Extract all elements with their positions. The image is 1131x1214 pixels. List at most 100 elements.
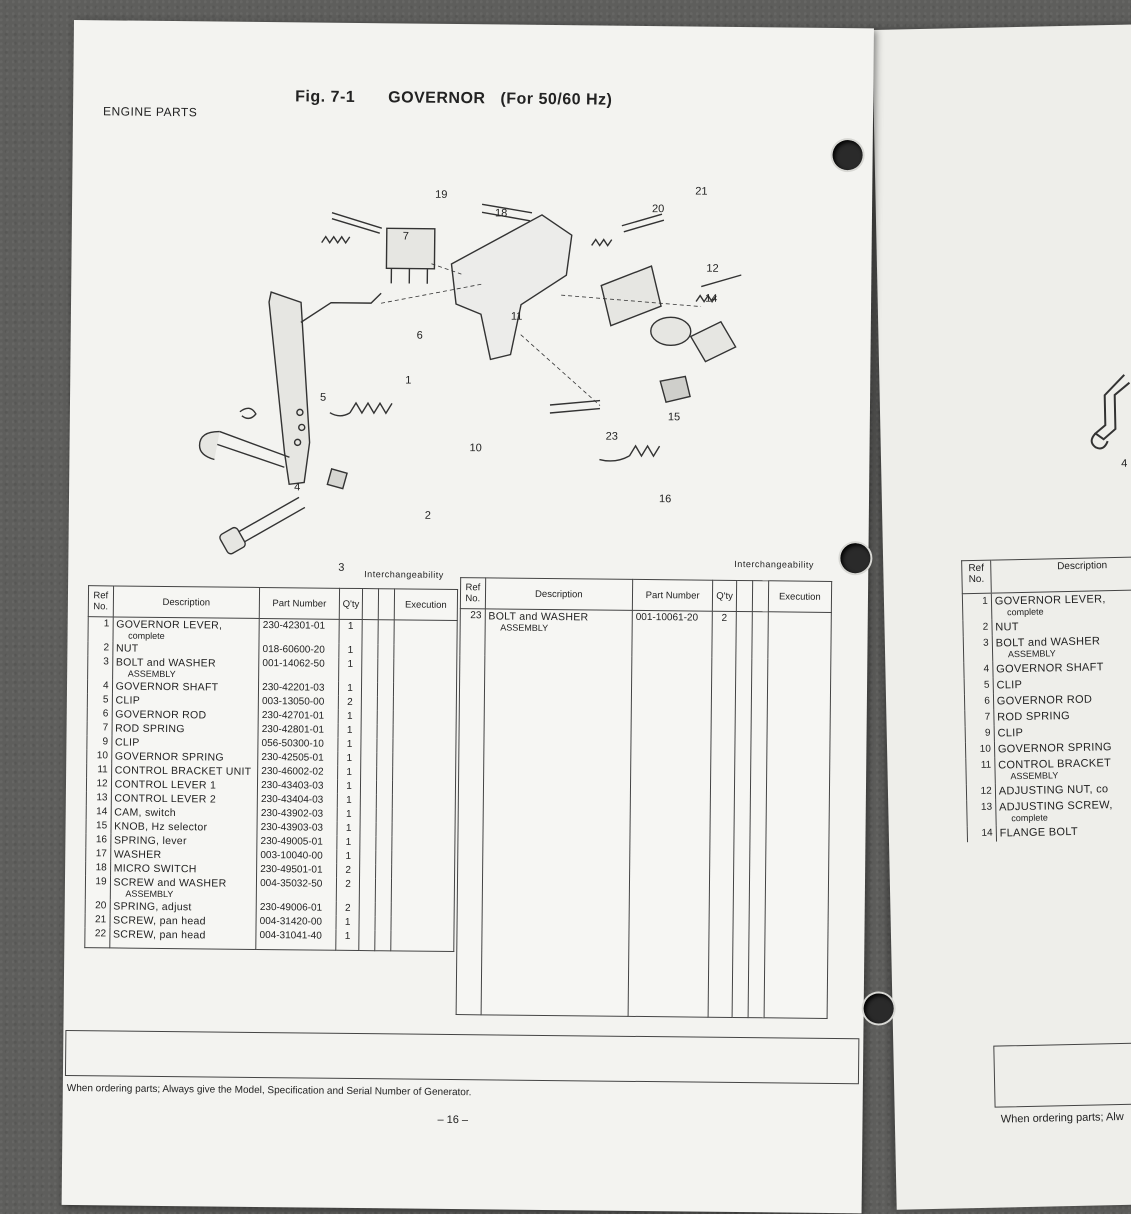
- next-page-ref: 10: [965, 741, 995, 759]
- description-text: BOLT and WASHER: [115, 656, 216, 670]
- execution-cell: [392, 752, 456, 768]
- interchange-header-2: [378, 588, 395, 620]
- ref-number: 12: [86, 777, 112, 792]
- interchange-cell: [376, 794, 393, 809]
- execution-cell: [391, 878, 455, 904]
- interchange-cell: [375, 916, 392, 931]
- part-number: 230-49005-01: [256, 834, 337, 850]
- ref-number: 18: [85, 861, 111, 876]
- qty-header-right: Q'ty: [712, 580, 737, 612]
- execution-cell: [393, 658, 457, 684]
- callout-7: 7: [403, 230, 409, 242]
- next-page-ref: 11: [965, 757, 996, 785]
- ref-number: 21: [85, 913, 110, 928]
- execution-cell: [392, 808, 456, 824]
- execution-cell: [393, 682, 457, 698]
- ref-number: 23: [459, 608, 486, 655]
- ref-number: 4: [87, 679, 113, 694]
- description-text: GOVERNOR SHAFT: [996, 661, 1104, 676]
- next-page-ref: 4: [963, 661, 993, 679]
- governor-exploded-diagram: 19 18 7 6 1 5 4 3 2 10 23 11 20 21 12 14…: [198, 186, 742, 574]
- callout-20-top: 20: [652, 203, 664, 215]
- interchange-cell: [376, 752, 393, 767]
- next-page-footer-note: When ordering parts; Alw: [1000, 1110, 1124, 1126]
- description-text: ADJUSTING NUT, co: [998, 783, 1109, 798]
- interchange-header: [362, 588, 379, 620]
- description-text: WASHER: [113, 848, 162, 861]
- next-page-ref: 14: [967, 825, 997, 843]
- binder-hole: [840, 543, 871, 574]
- control-bracket-part: [450, 214, 573, 361]
- part-number: 230-43404-03: [257, 792, 338, 808]
- governor-lever-part: [268, 291, 311, 486]
- execution-cell: [391, 850, 455, 866]
- ref-number: 2: [87, 641, 113, 656]
- part-number: 230-42701-01: [258, 708, 339, 724]
- ref-number: 3: [87, 655, 113, 680]
- description-text: ROD SPRING: [115, 722, 185, 736]
- next-page-description: FLANGE BOLT: [995, 821, 1131, 842]
- interchange-cell: [360, 766, 377, 781]
- interchange-cell: [378, 619, 395, 645]
- ref-number: 17: [85, 847, 111, 862]
- bolt-23-bottom: [549, 399, 601, 414]
- description-text: SPRING, adjust: [113, 900, 192, 914]
- description-header-right: Description: [485, 577, 633, 611]
- part-description: GOVERNOR LEVER,complete: [112, 616, 260, 643]
- interchange-cell: [361, 682, 378, 697]
- description-text: BOLT and WASHER: [995, 635, 1101, 650]
- description-text: CAM, switch: [114, 806, 177, 820]
- interchangeability-label-left: Interchangeability: [364, 569, 444, 580]
- interchange-cell: [377, 738, 393, 753]
- ref-number: 14: [86, 805, 111, 820]
- part-number: 230-49501-01: [256, 862, 337, 878]
- part-description: MICRO SWITCH: [110, 861, 257, 877]
- blank-cell: [480, 654, 632, 1017]
- rod-spring-part: [321, 235, 351, 245]
- callout-16: 16: [659, 493, 671, 505]
- description-text: ROD SPRING: [997, 710, 1071, 724]
- execution-cell: [767, 611, 832, 659]
- description-text: GOVERNOR SPRING: [997, 741, 1112, 756]
- part-description: SPRING, lever: [110, 833, 258, 849]
- knob-part: [659, 375, 691, 404]
- next-page-callout: 4: [1121, 458, 1127, 470]
- figure-number: Fig. 7-1: [295, 88, 356, 106]
- pan-head-screw-21: [621, 213, 665, 233]
- description-text: CONTROL LEVER 1: [114, 778, 217, 792]
- interchange-cell: [359, 878, 376, 903]
- quantity: 1: [338, 681, 362, 697]
- execution-cell: [392, 724, 457, 740]
- execution-cell: [393, 619, 458, 646]
- description-text: BOLT and WASHER: [488, 610, 589, 624]
- blank-cell: [628, 656, 713, 1018]
- part-description: CONTROL LEVER 1: [111, 777, 258, 793]
- quantity: 1: [337, 779, 361, 795]
- interchange-cell: [361, 696, 378, 711]
- interchange-cell: [377, 658, 394, 683]
- section-label: ENGINE PARTS: [102, 104, 198, 120]
- description-text: SCREW, pan head: [113, 914, 206, 928]
- interchange-cell: [360, 822, 377, 837]
- description-text: SPRING, lever: [113, 834, 187, 848]
- quantity: 1: [337, 709, 362, 725]
- lever-spring-part: [599, 444, 661, 462]
- part-number: 230-43902-03: [257, 806, 338, 822]
- interchange-cell: [376, 780, 393, 795]
- next-page-ref: 1: [962, 593, 992, 621]
- description-text: CLIP: [997, 726, 1024, 740]
- description-text: NUT: [115, 642, 139, 655]
- execution-cell: [391, 822, 456, 838]
- description-text: FLANGE BOLT: [999, 825, 1079, 840]
- execution-cell: [391, 864, 455, 880]
- part-number-header: Part Number: [259, 587, 340, 620]
- next-page-description: ADJUSTING SCREW,complete: [995, 795, 1131, 826]
- next-page-description-header: Description: [990, 556, 1131, 594]
- interchange-cell: [376, 808, 393, 823]
- part-number: 230-42301-01: [259, 618, 340, 644]
- pan-head-screw-22: [701, 274, 742, 288]
